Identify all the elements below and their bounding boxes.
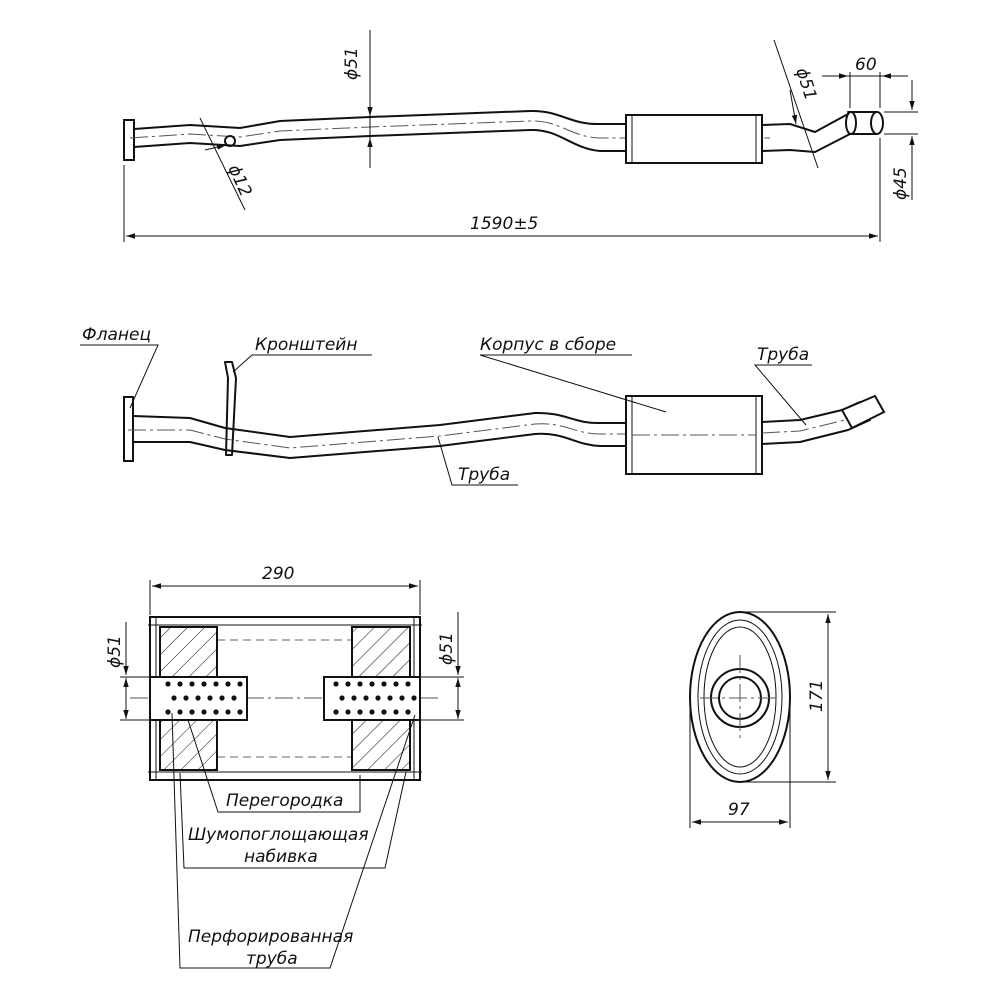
side-bracket (224, 361, 237, 456)
perforation-hole (333, 681, 339, 687)
top-pipe-outline-lower (133, 128, 627, 152)
perforation-hole (381, 709, 387, 715)
top-pipe-centerline (129, 120, 770, 139)
perforation-hole (369, 681, 375, 687)
perforation-hole (357, 681, 363, 687)
perforation-hole (339, 695, 345, 701)
perforation-hole (369, 709, 375, 715)
top-flange (123, 119, 135, 161)
packing-right-top (351, 626, 411, 678)
perforation-hole (237, 709, 243, 715)
side-outlet (840, 394, 886, 430)
perforation-hole (231, 695, 237, 701)
packing-right-bottom (351, 719, 411, 771)
label-body: Корпус в сборе (480, 335, 616, 355)
label-tail-pipe: Труба (757, 345, 809, 365)
dim-main-pipe-dia: ϕ51 (342, 47, 362, 80)
label-packing-2: набивка (244, 847, 318, 867)
side-flange (123, 396, 134, 462)
perforation-hole (183, 695, 189, 701)
packing-left-top (159, 626, 218, 678)
perforation-hole (393, 681, 399, 687)
perforation-hole (405, 709, 411, 715)
perforation-hole (363, 695, 369, 701)
dim-section-inlet-dia: ϕ51 (105, 635, 125, 668)
dim-rear-pipe-dia: ϕ51 (791, 65, 820, 102)
top-rear-pipe-lower (761, 133, 851, 153)
perforation-hole (165, 681, 171, 687)
perforation-hole (393, 709, 399, 715)
end-view-inner (697, 619, 783, 775)
perforation-hole (237, 681, 243, 687)
top-bracket-hole (224, 135, 236, 147)
perforation-hole (177, 681, 183, 687)
perforation-hole (225, 709, 231, 715)
top-outlet-end (870, 111, 884, 135)
perforation-hole (351, 695, 357, 701)
perforation-hole (219, 695, 225, 701)
dim-outlet-length: 60 (855, 55, 877, 75)
perforation-hole (387, 695, 393, 701)
perforation-hole (333, 709, 339, 715)
perforation-hole (201, 709, 207, 715)
perforation-hole (399, 695, 405, 701)
perforation-hole (213, 681, 219, 687)
label-flange: Фланец (82, 325, 151, 345)
end-view: 171 97 (689, 611, 836, 828)
perforation-hole (375, 695, 381, 701)
perforation-hole (225, 681, 231, 687)
perforation-hole (177, 709, 183, 715)
perforation-hole (165, 709, 171, 715)
perforation-hole (411, 695, 417, 701)
top-muffler-body (625, 114, 763, 164)
perforation-hole (345, 709, 351, 715)
packing-left-bottom (159, 719, 218, 771)
dim-overall-length: 1590±5 (470, 214, 538, 234)
label-packing-1: Шумопоглощающая (188, 825, 369, 845)
perforation-hole (189, 681, 195, 687)
top-pipe-outline-upper (133, 109, 627, 130)
perforation-hole (345, 681, 351, 687)
end-view-outer (689, 611, 791, 783)
label-main-pipe: Труба (458, 465, 510, 485)
top-view: 1590±5 ϕ51 ϕ51 ϕ12 60 ϕ45 (123, 30, 918, 242)
perforation-hole (405, 681, 411, 687)
dim-end-height: 171 (807, 680, 827, 712)
dim-outlet-dia: ϕ45 (891, 167, 911, 200)
perforation-hole (381, 681, 387, 687)
top-rear-pipe-upper (761, 113, 849, 133)
label-baffle: Перегородка (226, 791, 343, 811)
perforation-hole (201, 681, 207, 687)
dim-section-outlet-dia: ϕ51 (437, 632, 457, 665)
label-perforated-2: труба (246, 949, 298, 969)
dim-section-length: 290 (262, 564, 294, 584)
perforation-holes-right (333, 681, 417, 715)
perforation-hole (171, 695, 177, 701)
dim-bracket-hole-dia: ϕ12 (223, 162, 255, 200)
perforation-hole (213, 709, 219, 715)
perforation-hole (357, 709, 363, 715)
side-view: Фланец Кронштейн Корпус в сборе Труба Тр… (80, 325, 886, 486)
perforation-hole (207, 695, 213, 701)
section-view: 290 ϕ51 ϕ51 Перегородка Шумопоглощающая … (105, 564, 464, 969)
perforation-hole (189, 709, 195, 715)
label-bracket: Кронштейн (255, 335, 357, 355)
perforation-hole (195, 695, 201, 701)
dim-end-width: 97 (728, 800, 750, 820)
label-perforated-1: Перфорированная (188, 927, 353, 947)
perforation-holes-left (165, 681, 243, 715)
